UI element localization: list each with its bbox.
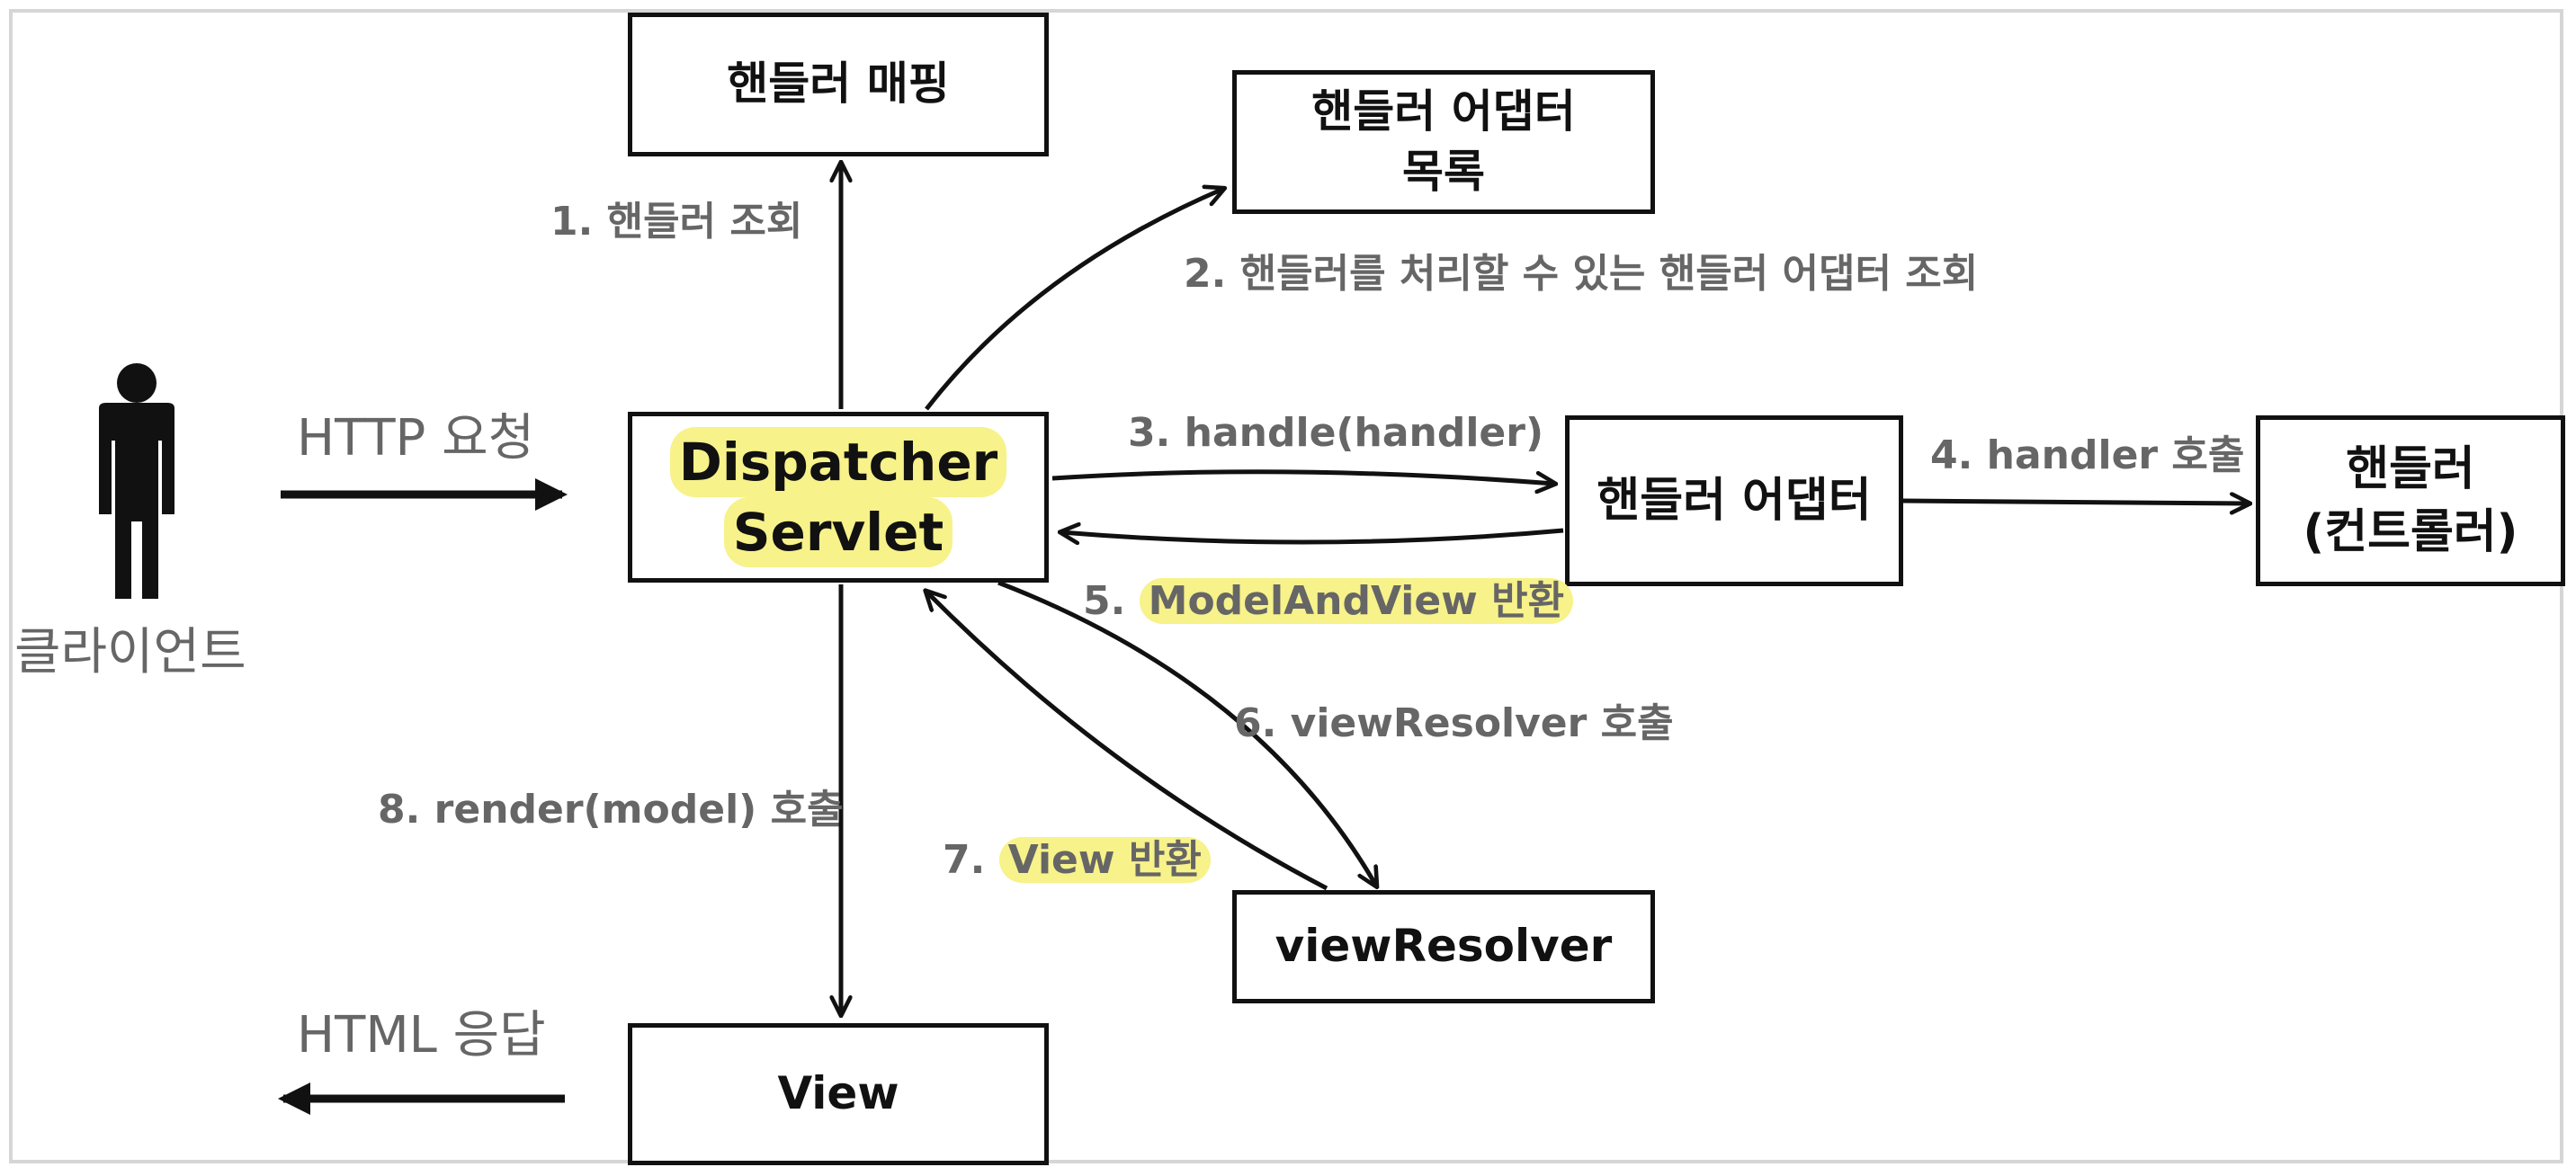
step2-label: 2. 핸들러를 처리할 수 있는 핸들러 어댑터 조회	[1184, 251, 1979, 297]
handler-controller-label-2: (컨트롤러)	[2303, 505, 2518, 559]
step5-number: 5.	[1083, 578, 1126, 624]
step7-label: 7. View 반환	[943, 827, 1211, 885]
view-label: View	[777, 1067, 899, 1120]
step4-label: 4. handler 호출	[1930, 432, 2245, 478]
step5-arrow	[1061, 530, 1564, 542]
html-response-label: HTML 응답	[297, 1006, 546, 1065]
step2-arrow	[925, 189, 1223, 411]
handler-adapter-label: 핸들러 어댑터	[1597, 473, 1872, 528]
client-label: 클라이언트	[14, 623, 246, 682]
handler-adapter-list-label-2: 목록	[1402, 146, 1485, 198]
handler-adapter-list-box: 핸들러 어댑터 목록	[1232, 70, 1655, 214]
view-resolver-label: viewResolver	[1275, 920, 1613, 973]
dispatcher-servlet-box: Dispatcher Servlet	[628, 412, 1049, 583]
handler-mapping-label: 핸들러 매핑	[727, 58, 950, 111]
view-box: View	[628, 1023, 1049, 1165]
handler-controller-label-1: 핸들러	[2346, 441, 2475, 496]
dispatcher-servlet-label-1: Dispatcher	[669, 426, 1007, 497]
step7-arrow	[926, 592, 1328, 891]
step1-label: 1. 핸들러 조회	[550, 199, 803, 245]
step3-arrow	[1051, 469, 1554, 484]
dispatcher-servlet-label-2: Servlet	[723, 497, 953, 568]
step3-label: 3. handle(handler)	[1128, 410, 1544, 456]
handler-mapping-box: 핸들러 매핑	[628, 13, 1049, 156]
step5-text: ModelAndView 반환	[1139, 578, 1574, 624]
http-request-label: HTTP 요청	[297, 409, 535, 468]
step7-text: View 반환	[998, 837, 1211, 883]
handler-adapter-list-label-1: 핸들러 어댑터	[1311, 85, 1576, 138]
step4-arrow	[1901, 501, 2249, 503]
view-resolver-box: viewResolver	[1232, 890, 1655, 1003]
client-person-icon	[99, 363, 174, 599]
step5-label: 5. ModelAndView 반환	[1083, 568, 1574, 626]
step8-label: 8. render(model) 호출	[378, 787, 844, 833]
handler-adapter-box: 핸들러 어댑터	[1565, 415, 1903, 586]
step7-number: 7.	[943, 837, 986, 883]
handler-controller-box: 핸들러 (컨트롤러)	[2256, 415, 2565, 586]
step6-arrow	[997, 580, 1376, 886]
diagram-frame	[9, 9, 2563, 1163]
step6-label: 6. viewResolver 호출	[1234, 700, 1674, 746]
